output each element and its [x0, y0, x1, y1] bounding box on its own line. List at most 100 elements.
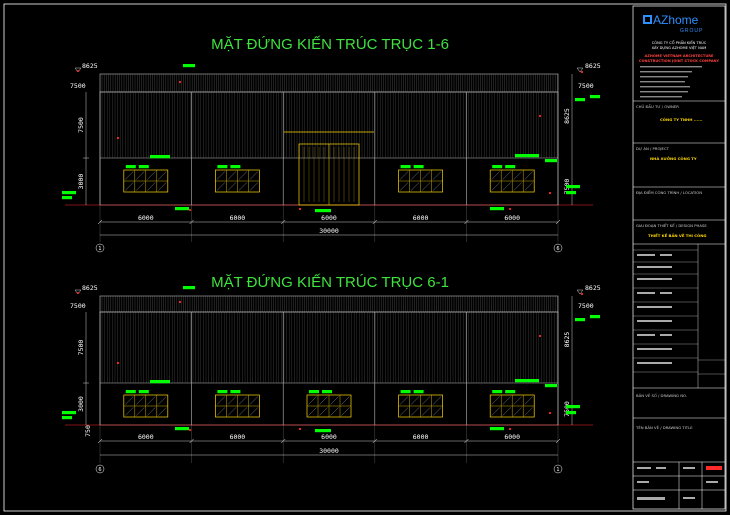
section-marker	[188, 208, 192, 212]
glass-hatch	[238, 171, 247, 180]
annotation-tag	[413, 165, 424, 169]
annotation-tag	[490, 207, 504, 211]
dimension-base-height: 750	[84, 425, 92, 437]
annotation-tag	[183, 286, 195, 290]
glass-hatch	[238, 182, 247, 191]
drawing-no-label: BẢN VẼ SỐ / DRAWING NO.	[636, 393, 687, 398]
glass-hatch	[513, 182, 522, 191]
glass-hatch	[147, 171, 156, 180]
dimension-bay-2: 6000	[230, 433, 246, 441]
section-marker	[508, 427, 512, 431]
glass-hatch	[502, 171, 511, 180]
annotation-tag	[515, 379, 539, 383]
glass-hatch	[411, 396, 420, 405]
section-marker	[178, 80, 182, 84]
glass-hatch	[227, 396, 236, 405]
svg-text:GROUP: GROUP	[680, 28, 703, 34]
annotation-tag	[575, 98, 585, 102]
sig-cell-text	[660, 306, 672, 308]
annotation-tag	[62, 196, 72, 200]
wall-cladding	[101, 92, 558, 158]
annotation-tag	[62, 411, 76, 415]
dimension-total: 30000	[319, 447, 339, 455]
annotation-tag	[545, 159, 557, 163]
sig-cell-text	[637, 254, 655, 256]
owner-value: CÔNG TY TNHH ......	[660, 117, 703, 122]
company-name-en: AZHOME VIETNAM ARCHITECTURE	[644, 54, 714, 58]
glass-hatch	[136, 182, 145, 191]
section-marker	[508, 207, 512, 211]
glass-hatch	[400, 407, 409, 416]
glass-hatch	[422, 407, 431, 416]
glass-hatch	[513, 171, 522, 180]
axis-label: 6	[98, 467, 101, 473]
annotation-tag	[413, 390, 424, 394]
glass-hatch	[136, 407, 145, 416]
section-marker	[76, 291, 80, 295]
sheet-border	[3, 3, 727, 512]
level-top-right: 8625	[585, 62, 601, 70]
project-value: NHÀ XƯỞNG CÔNG TY	[650, 156, 697, 161]
glass-hatch	[158, 182, 167, 191]
section-marker	[548, 191, 552, 195]
glass-hatch	[216, 171, 225, 180]
signature-table	[633, 244, 725, 388]
sig-cell-text	[660, 320, 672, 322]
annotation-tag	[322, 390, 332, 394]
title-block: AZhome GROUP CÔNG TY CỔ PHẦN KIẾN TRÚC X…	[632, 5, 726, 510]
dimension-bay-3: 6000	[321, 214, 337, 222]
annotation-tag	[590, 95, 600, 99]
level-top-left: 8625	[82, 62, 98, 70]
annotation-tag	[505, 390, 516, 394]
dimension-bay-2: 6000	[230, 214, 246, 222]
glass-hatch	[491, 171, 500, 180]
glass-hatch	[158, 407, 167, 416]
glass-hatch	[341, 407, 350, 416]
level-top-right: 8625	[585, 284, 601, 292]
section-marker	[178, 300, 182, 304]
level-eave-right: 7500	[578, 302, 594, 310]
glass-hatch	[491, 182, 500, 191]
glass-hatch	[125, 182, 134, 191]
annotation-tag	[566, 405, 580, 409]
company-contact-lines	[640, 66, 702, 98]
glass-hatch	[125, 407, 134, 416]
location-label: ĐỊA ĐIỂM CÔNG TRÌNH / LOCATION	[636, 190, 702, 195]
annotation-tag	[175, 207, 189, 211]
annotation-tag	[125, 165, 136, 169]
section-marker	[548, 411, 552, 415]
annotation-tag	[217, 165, 228, 169]
annotation-tag	[309, 390, 319, 394]
axis-label: 1	[556, 467, 559, 473]
annotation-tag	[515, 154, 539, 158]
dimension-bay-3: 6000	[321, 433, 337, 441]
sig-cell-text	[660, 348, 672, 350]
glass-hatch	[422, 396, 431, 405]
glass-hatch	[513, 396, 522, 405]
axis-bubble	[553, 243, 563, 253]
level-top-left: 8625	[82, 284, 98, 292]
annotation-tag	[138, 390, 149, 394]
glass-hatch	[433, 407, 442, 416]
roof-cladding	[101, 296, 558, 312]
annotation-tag	[566, 191, 576, 195]
glass-hatch	[524, 407, 533, 416]
sig-cell-text	[660, 292, 672, 294]
glass-hatch	[125, 396, 134, 405]
dimension-bay-4: 6000	[413, 433, 429, 441]
annotation-tag	[230, 165, 241, 169]
sig-cell-text	[637, 306, 661, 308]
design-phase-label: GIAI ĐOẠN THIẾT KẾ / DESIGN PHASE	[636, 222, 707, 228]
glass-hatch	[400, 182, 409, 191]
annotation-tag	[150, 380, 170, 384]
glass-hatch	[227, 182, 236, 191]
glass-hatch	[524, 171, 533, 180]
dimension-bay-5: 6000	[504, 214, 520, 222]
glass-hatch	[238, 407, 247, 416]
annotation-tag	[150, 155, 170, 159]
dimension-main-height: 7500	[77, 117, 85, 133]
annotation-tag	[183, 64, 195, 68]
drawing-title-label: TÊN BẢN VẼ / DRAWING TITLE	[635, 425, 693, 430]
